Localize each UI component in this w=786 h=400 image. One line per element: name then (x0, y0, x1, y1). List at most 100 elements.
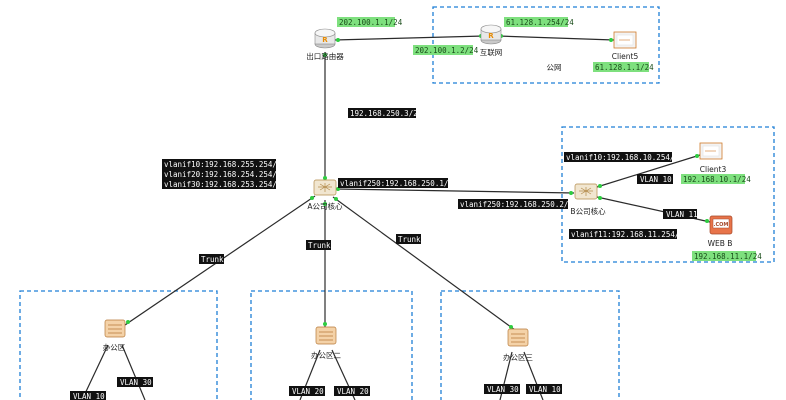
web-b-ip-text: 192.168.11.1/24 (694, 252, 762, 261)
core-b-vlanif250-label: vlanif250:192.168.250.2/24 (458, 199, 578, 209)
client3-ip-label: 192.168.10.1/24 (681, 174, 751, 184)
port-dot (334, 197, 338, 201)
web-b-vlan-text: VLAN 11 (666, 210, 698, 219)
router-icon: R (480, 24, 502, 45)
core-a-vlanif10-text: vlanif10:192.168.255.254/24 (164, 160, 286, 169)
client5[interactable]: Client5 (612, 31, 639, 61)
public-network-zone (432, 6, 660, 84)
client-pc-icon (613, 31, 637, 49)
internet-ip-left-text: 202.100.1.2/24 (415, 46, 479, 55)
link-office1-pc-left (81, 344, 109, 400)
link-core-a-core-b (334, 188, 575, 194)
office3-vlan-right-text: VLAN 10 (529, 385, 561, 394)
link-exit-internet (333, 35, 485, 41)
web-server-icon: .COM (709, 215, 733, 235)
client3-ip-text: 192.168.10.1/24 (683, 175, 751, 184)
l3-switch-icon (574, 183, 598, 200)
web-b-ip-label: 192.168.11.1/24 (692, 251, 762, 261)
office1-zone (19, 290, 218, 400)
office2-vlan-left-text: VLAN 20 (292, 387, 324, 396)
core-b-name: B公司核心 (570, 206, 606, 216)
core-b-vlanif10-label: vlanif10:192.168.10.254/24 (564, 152, 684, 162)
exit-router-ip-label: 202.100.1.1/24 (337, 17, 403, 27)
l3-switch-icon (313, 179, 337, 196)
office2-name: 办公区二 (311, 350, 341, 360)
router-icon: R (314, 28, 336, 49)
exit-router[interactable]: R 出口路由器 (306, 28, 344, 61)
web-b-server[interactable]: .COM WEB B (708, 215, 733, 248)
port-dot (310, 196, 314, 200)
company-b-zone (561, 126, 775, 263)
port-dot (598, 184, 602, 188)
client3[interactable]: Client3 (699, 142, 727, 174)
core-a-name: A公司核心 (307, 201, 343, 211)
office1-vlan-right-text: VLAN 30 (120, 378, 152, 387)
core-b-switch[interactable]: B公司核心 (570, 183, 606, 216)
trunk-office2-label: Trunk (306, 240, 331, 250)
client5-name: Client5 (612, 52, 639, 61)
dark-labels: 192.168.250.3/24 vlanif10:192.168.255.25… (70, 108, 698, 400)
port-dot (323, 202, 327, 206)
green-labels: 202.100.1.1/24 202.100.1.2/24 61.128.1.2… (337, 17, 762, 261)
core-a-switch[interactable]: A公司核心 (307, 179, 343, 211)
core-a-vlanif250-label: vlanif250:192.168.250.1/24 (338, 178, 458, 188)
switch-icon (315, 326, 337, 345)
client3-vlan-text: VLAN 10 (640, 175, 672, 184)
internet-ip-right-text: 61.128.1.254/24 (506, 18, 574, 27)
exit-router-lan-text: 192.168.250.3/24 (350, 109, 423, 118)
web-b-vlan-label: VLAN 11 (663, 209, 698, 219)
exit-router-lan-label: 192.168.250.3/24 (348, 108, 423, 118)
office2-vlan-right-text: VLAN 20 (337, 387, 369, 396)
port-dot (695, 154, 699, 158)
office3-zone (440, 290, 620, 400)
office3-name: 办公区三 (503, 352, 533, 362)
exit-router-ip-text: 202.100.1.1/24 (339, 18, 403, 27)
office2-switch[interactable]: 办公区二 (311, 326, 341, 360)
trunk-office3-label: Trunk (396, 234, 421, 244)
svg-text:.COM: .COM (714, 222, 729, 228)
port-dot (336, 38, 340, 42)
core-a-vlanif20-text: vlanif20:192.168.254.254/24 (164, 170, 286, 179)
office3-vlan-right-label: VLAN 10 (526, 384, 562, 394)
core-b-vlanif10-text: vlanif10:192.168.10.254/24 (566, 153, 684, 162)
office1-switch[interactable]: 办公区 (103, 319, 126, 352)
office3-switch[interactable]: 办公区三 (503, 328, 533, 362)
public-network-label: 公网 (547, 63, 562, 72)
link-core-b-client3 (596, 154, 701, 188)
core-b-vlanif11-label: vlanif11:192.168.11.254/24 (569, 229, 689, 239)
switch-icon (104, 319, 126, 338)
core-a-vlanif20-label: vlanif20:192.168.254.254/24 (162, 169, 286, 179)
exit-router-name: 出口路由器 (306, 51, 344, 61)
switch-icon (507, 328, 529, 347)
trunk-office1-label: Trunk (199, 254, 224, 264)
trunk-office1-text: Trunk (201, 255, 224, 264)
port-dot (569, 191, 573, 195)
internet-ip-right-label: 61.128.1.254/24 (504, 17, 574, 27)
svg-text:R: R (322, 36, 328, 44)
core-a-vlanif10-label: vlanif10:192.168.255.254/24 (162, 159, 286, 169)
port-dot (323, 322, 327, 326)
office3-vlan-left-label: VLAN 30 (484, 384, 520, 394)
office3-vlan-left-text: VLAN 30 (487, 385, 519, 394)
internet-ip-left-label: 202.100.1.2/24 (413, 45, 479, 55)
office1-name: 办公区 (103, 342, 126, 352)
svg-text:R: R (488, 32, 494, 40)
office2-vlan-right-label: VLAN 20 (334, 386, 370, 396)
client5-ip-label: 61.128.1.1/24 (593, 62, 654, 72)
internet-name: 互联网 (480, 48, 503, 57)
office1-vlan-left-text: VLAN 10 (73, 392, 105, 400)
port-dot (609, 38, 613, 42)
link-office1-pc-right (121, 344, 146, 400)
office1-vlan-right-label: VLAN 30 (117, 377, 153, 387)
port-dot (509, 325, 513, 329)
port-dot (323, 53, 327, 57)
trunk-office3-text: Trunk (398, 235, 421, 244)
office2-zone (250, 290, 413, 400)
port-dot (705, 219, 709, 223)
port-dot (126, 320, 130, 324)
core-a-vlanif250-text: vlanif250:192.168.250.1/24 (340, 179, 458, 188)
internet-router[interactable]: R 互联网 (480, 24, 503, 57)
trunk-office2-text: Trunk (308, 241, 331, 250)
core-b-vlanif11-text: vlanif11:192.168.11.254/24 (571, 230, 689, 239)
